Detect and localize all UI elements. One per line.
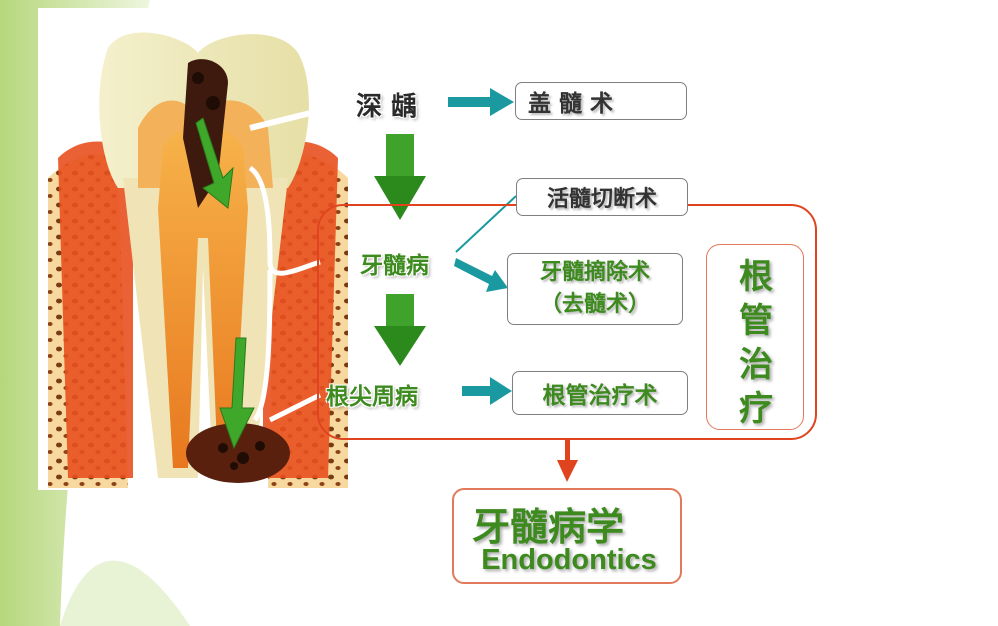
discipline-chinese: 牙髓病学 (472, 505, 625, 549)
group-char-4: 疗 (739, 389, 773, 429)
treatment-pulpectomy: 牙髓摘除术 （去髓术） (507, 253, 683, 325)
pulpectomy-alt-label: （去髓术） (539, 292, 650, 317)
pulpotomy-label: 活髓切断术 (546, 187, 657, 212)
pulp-capping-label: 盖 髓 术 (528, 91, 614, 117)
treatment-root-canal-therapy: 根管治疗术 (512, 371, 688, 415)
arrow-caries-to-pulp-disease (374, 134, 426, 220)
treatment-pulpotomy: 活髓切断术 (516, 178, 688, 216)
group-char-3: 治 (739, 345, 773, 385)
treatment-pulp-capping: 盖 髓 术 (515, 82, 687, 120)
stage-periapical-disease: 根尖周病 (326, 384, 418, 410)
pulpectomy-label: 牙髓摘除术 (539, 260, 650, 285)
root-canal-therapy-label: 根管治疗术 (542, 383, 658, 409)
pointer-line-canal (252, 269, 273, 422)
discipline-box: 牙髓病学 Endodontics (452, 488, 682, 584)
tooth-cross-section-illustration (38, 8, 358, 490)
group-char-1: 根 (739, 257, 773, 297)
arrow-periapical-to-rct (462, 377, 512, 405)
stage-pulp-disease: 牙髓病 (360, 253, 429, 279)
root-canal-group-label: 根 管 治 疗 (706, 244, 804, 430)
stage-deep-caries: 深 龋 (356, 92, 418, 122)
arrow-pulp-to-periapical (374, 294, 426, 366)
group-char-2: 管 (739, 301, 773, 341)
arrow-pulp-to-pulpectomy (454, 258, 508, 292)
pointer-line-caries (249, 99, 356, 131)
arrow-to-endodontics (557, 440, 578, 482)
pointer-bracket-pulp (248, 165, 321, 276)
discipline-english: Endodontics (481, 544, 657, 576)
arrow-caries-to-capping (448, 88, 514, 116)
pointer-line-apex (268, 392, 322, 423)
